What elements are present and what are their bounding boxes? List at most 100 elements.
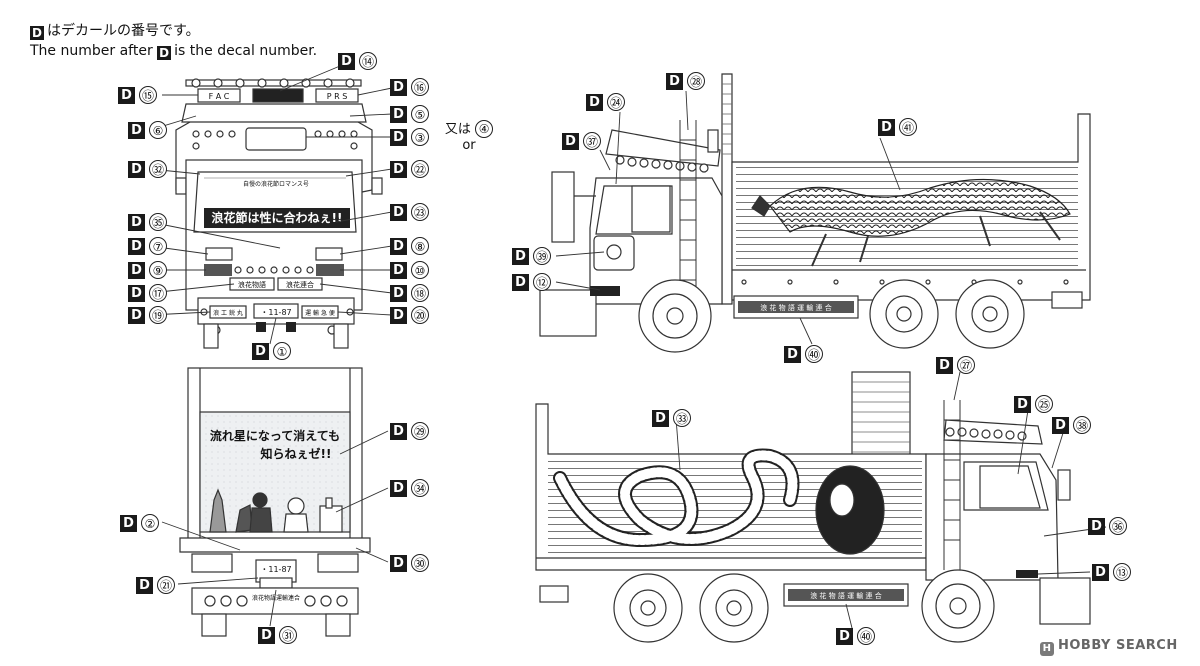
d-marker-icon: D: [878, 118, 895, 136]
d-marker-icon: D: [390, 261, 407, 279]
decal-prs-text: P R S: [327, 92, 348, 101]
decal-number: ㉞: [411, 479, 429, 497]
decal-grille-right-text: 浪花連合: [286, 280, 314, 289]
decal-number: ⑰: [149, 284, 167, 302]
d-marker-icon: D: [136, 576, 153, 594]
d-marker-icon: D: [390, 128, 407, 146]
decal-number: ⑯: [411, 78, 429, 96]
decal-number: ㊶: [899, 118, 917, 136]
decal-number: ①: [273, 342, 291, 360]
decal-number: ⑧: [411, 237, 429, 255]
d-marker-icon: D: [30, 26, 44, 40]
decal-number: ㉛: [279, 626, 297, 644]
decal-side-panel-text-2: 浪 花 物 語 運 輸 連 合: [810, 591, 882, 600]
decal-number: ㉗: [957, 356, 975, 374]
decal-number: ⑩: [411, 261, 429, 279]
d-marker-icon: D: [1014, 395, 1031, 413]
header-en-pre: The number after: [30, 43, 153, 59]
decal-number: ⑤: [411, 105, 429, 123]
left-side-view-drawing: [535, 371, 1091, 643]
decal-number: ㉙: [411, 422, 429, 440]
decal-number: ⑥: [149, 121, 167, 139]
d-marker-icon: D: [666, 72, 683, 90]
decal-number: ㊳: [1073, 416, 1091, 434]
d-marker-icon: D: [120, 514, 137, 532]
decal-number: ⑭: [359, 52, 377, 70]
alternate-decal-note: 又は ④ or: [436, 120, 502, 154]
header-jp-text: はデカールの番号です。: [47, 23, 200, 39]
d-marker-icon: D: [128, 213, 145, 231]
d-marker-icon: D: [118, 86, 135, 104]
right-side-view-drawing: [539, 73, 1091, 353]
decal-number: ㉚: [411, 554, 429, 572]
decal-number: ㊵: [857, 627, 875, 645]
decal-number: ⑮: [139, 86, 157, 104]
d-marker-icon: D: [390, 479, 407, 497]
d-marker-icon: D: [512, 273, 529, 291]
decal-number: ㊱: [1109, 517, 1127, 535]
decal-number: ⑬: [1113, 563, 1131, 581]
decal-rear-slogan-1: 流れ星になって消えても: [210, 428, 340, 443]
decal-number: ⑳: [411, 306, 429, 324]
decal-fac-text: F A C: [209, 92, 230, 101]
d-marker-icon: D: [128, 261, 145, 279]
d-marker-icon: D: [1092, 563, 1109, 581]
d-marker-icon: D: [512, 247, 529, 265]
d-marker-icon: D: [1052, 416, 1069, 434]
d-marker-icon: D: [936, 356, 953, 374]
decal-number: ㊴: [533, 247, 551, 265]
decal-number: ㉝: [673, 409, 691, 427]
decal-number: ㊲: [583, 132, 601, 150]
d-marker-icon: D: [784, 345, 801, 363]
d-marker-icon: D: [390, 105, 407, 123]
brand-mark-icon: H: [1040, 642, 1054, 656]
d-marker-icon: D: [390, 306, 407, 324]
decal-bumper-right-text: 運 輸 急 便: [305, 309, 335, 317]
d-marker-icon: D: [390, 78, 407, 96]
decal-rear-plate-text: ・11-87: [260, 565, 291, 574]
d-marker-icon: D: [652, 409, 669, 427]
header-en-post: is the decal number.: [174, 43, 318, 59]
d-marker-icon: D: [390, 422, 407, 440]
decal-bumper-left-text: 浪 工 鋭 丸: [213, 309, 243, 317]
decal-front-plate-text: ・11-87: [260, 308, 291, 317]
decal-number: ⑨: [149, 261, 167, 279]
decal-number: ㊵: [805, 345, 823, 363]
decal-number: ③: [411, 128, 429, 146]
decal-number: ㉑: [157, 576, 175, 594]
d-marker-icon: D: [128, 160, 145, 178]
decal-number: ⑦: [149, 237, 167, 255]
d-marker-icon: D: [338, 52, 355, 70]
